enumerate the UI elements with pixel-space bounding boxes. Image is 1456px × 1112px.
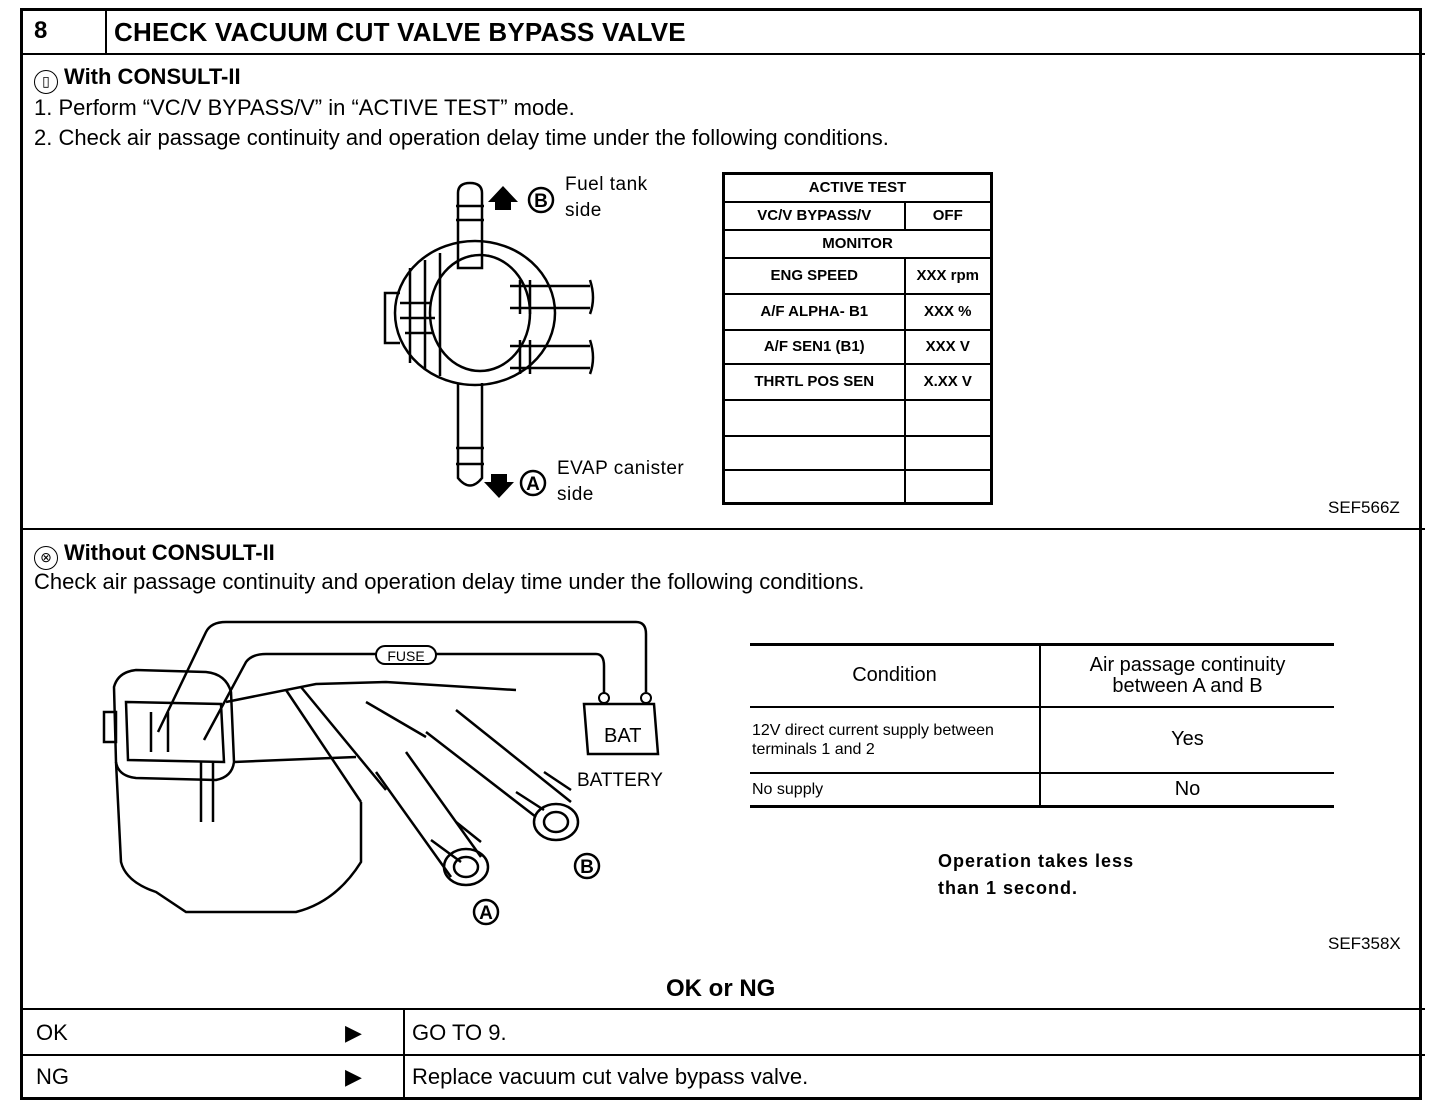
section-rule [20,528,1425,530]
evap-canister-label-1: EVAP canister [557,458,685,479]
without-consult-instruction: Check air passage continuity and operati… [34,569,865,594]
ok-or-ng-heading: OK or NG [666,975,776,1002]
condition-header: Condition [750,643,1040,708]
port-a-letter: A [479,903,493,924]
ok-label: OK [36,1020,68,1045]
condition-line-2: terminals 1 and 2 [752,740,875,758]
continuity-header-line-1: Air passage continuity [1089,653,1286,676]
step-number: 8 [34,17,48,44]
without-consult-label: Without CONSULT-II [64,540,275,565]
fuel-tank-label-1: Fuel tank [565,174,648,195]
monitor-row-name: THRTL POS SEN [722,362,906,401]
monitor-heading: MONITOR [722,228,993,259]
result-rule-mid [20,1054,1425,1056]
figure-code-top: SEF566Z [1328,498,1400,517]
battery-icon: BAT [582,692,660,756]
fuse-label: FUSE [387,648,424,664]
with-consult-heading: ▯With CONSULT-II [34,64,241,94]
condition-table: Condition Air passage continuity between… [750,643,1334,808]
continuity-result: No [1039,771,1334,808]
condition-cell: 12V direct current supply between termin… [750,705,1040,774]
battery-bat-label: BAT [604,725,641,747]
result-rule-top [20,1008,1425,1010]
monitor-row-value: XXX rpm [903,256,993,295]
vacuum-cut-valve-figure: B A [383,181,595,498]
port-a-letter: A [526,474,540,495]
figure-code-bottom: SEF358X [1328,934,1401,953]
fuel-tank-label-2: side [565,200,602,221]
monitor-row-empty [722,398,906,437]
down-arrow-icon [483,474,514,498]
active-test-item: VC/V BYPASS/V [722,200,906,231]
monitor-row-empty [903,434,993,471]
monitor-row-empty [903,468,993,505]
consult-step-2: 2. Check air passage continuity and oper… [34,125,889,150]
active-test-table: ACTIVE TEST VC/V BYPASS/V OFF MONITOR EN… [722,172,993,505]
without-consult-heading: ⊗Without CONSULT-II [34,540,275,570]
consult-step-1: 1. Perform “VC/V BYPASS/V” in “ACTIVE TE… [34,95,575,120]
monitor-row-name: ENG SPEED [722,256,906,295]
monitor-row-name: A/F ALPHA- B1 [722,292,906,331]
no-tester-icon: ⊗ [34,546,58,570]
ok-arrow-icon: ▶ [345,1020,362,1045]
step-title: CHECK VACUUM CUT VALVE BYPASS VALVE [114,17,686,47]
active-test-title: ACTIVE TEST [722,172,993,203]
ng-arrow-icon: ▶ [345,1064,362,1089]
monitor-row-empty [903,398,993,437]
evap-canister-label-2: side [557,484,594,505]
monitor-row-empty [722,468,906,505]
active-test-item-value: OFF [903,200,993,231]
condition-line-1: 12V direct current supply between [752,721,994,739]
solenoid-wiring-figure: FUSE BAT A B [102,620,660,926]
monitor-row-value: XXX % [903,292,993,331]
monitor-row-empty [722,434,906,471]
header-rule [20,53,1425,55]
battery-label: BATTERY [577,770,663,791]
continuity-result: Yes [1039,705,1334,774]
up-arrow-icon [488,186,518,210]
continuity-header-line-2: between A and B [1112,674,1263,697]
monitor-row-value: XXX V [903,328,993,365]
continuity-header: Air passage continuity between A and B [1039,643,1334,708]
consult-tester-icon: ▯ [34,70,58,94]
step-frame [20,8,1422,1100]
ng-label: NG [36,1064,69,1089]
ok-action: GO TO 9. [412,1020,507,1045]
port-b-letter: B [580,857,594,878]
monitor-row-name: A/F SEN1 (B1) [722,328,906,365]
ng-action: Replace vacuum cut valve bypass valve. [412,1064,809,1089]
header-divider [105,8,107,54]
port-b-letter: B [534,191,548,212]
with-consult-label: With CONSULT-II [64,64,241,89]
operation-note: Operation takes less than 1 second. [938,851,1135,898]
monitor-row-value: X.XX V [903,362,993,401]
condition-cell: No supply [750,771,1040,808]
result-divider [403,1008,405,1100]
